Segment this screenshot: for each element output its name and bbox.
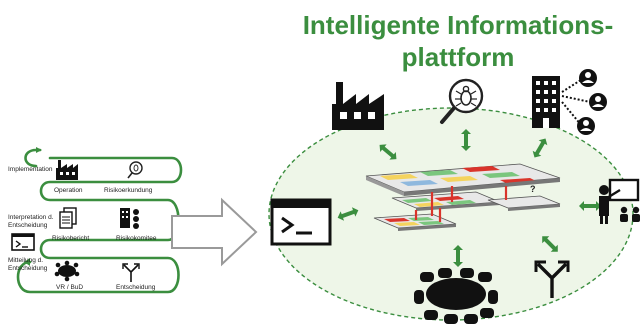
double-arrow xyxy=(579,201,601,211)
meeting-table-icon xyxy=(54,260,80,282)
left-process-panel: Implementation Interpretation d. Entsche… xyxy=(8,147,183,294)
meeting-table-icon xyxy=(414,268,498,324)
flow-arrowhead xyxy=(24,258,30,266)
item-label-operation: Operation xyxy=(54,187,83,194)
stage-label-interpretation-1: Interpretation d. xyxy=(8,214,54,221)
double-arrow xyxy=(453,245,463,267)
presenter-icon xyxy=(599,178,640,224)
stage-label-interpretation-2: Entscheidung xyxy=(8,222,48,229)
bug-search-icon xyxy=(127,161,143,179)
top-layer-cells xyxy=(380,166,538,186)
item-label-risikobericht: Risikobericht xyxy=(52,235,89,242)
user-icon xyxy=(589,93,607,111)
platform-layers: ? xyxy=(365,163,561,231)
double-arrow xyxy=(461,129,471,151)
item-label-risikoerkundung: Risikoerkundung xyxy=(104,187,153,194)
factory-icon xyxy=(56,160,78,180)
transition-arrow xyxy=(171,197,258,267)
flow-arrowhead xyxy=(36,147,42,153)
double-arrow xyxy=(337,207,359,221)
bug-search-icon xyxy=(440,78,484,124)
office-building-icon xyxy=(532,76,560,128)
users-network-icon xyxy=(561,69,607,135)
item-label-entscheidung: Entscheidung xyxy=(116,284,156,291)
title-line-2: plattform xyxy=(402,42,515,72)
double-arrow xyxy=(532,138,548,158)
title-line-1: Intelligente Informations- xyxy=(303,10,614,40)
double-arrow xyxy=(379,144,397,160)
fork-arrow-icon xyxy=(534,260,570,298)
factory-icon xyxy=(332,82,384,130)
process-flow-path xyxy=(16,148,183,294)
item-label-risikokomitee: Risikokomitee xyxy=(116,235,157,242)
stage-label-implementation: Implementation xyxy=(8,166,53,173)
document-stack-icon xyxy=(59,207,77,229)
user-icon xyxy=(579,69,597,87)
unknown-layer-marker: ? xyxy=(530,184,536,194)
terminal-icon xyxy=(11,233,35,251)
office-building-icon xyxy=(120,208,139,229)
user-icon xyxy=(577,117,595,135)
stage-label-mitteilung-2: Entscheidung xyxy=(8,265,48,272)
terminal-icon xyxy=(270,198,332,246)
item-label-vr-bud: VR / BuD xyxy=(56,284,83,291)
stage-label-mitteilung-1: Mitteilung d. xyxy=(8,257,43,264)
fork-arrow-icon xyxy=(122,263,140,282)
